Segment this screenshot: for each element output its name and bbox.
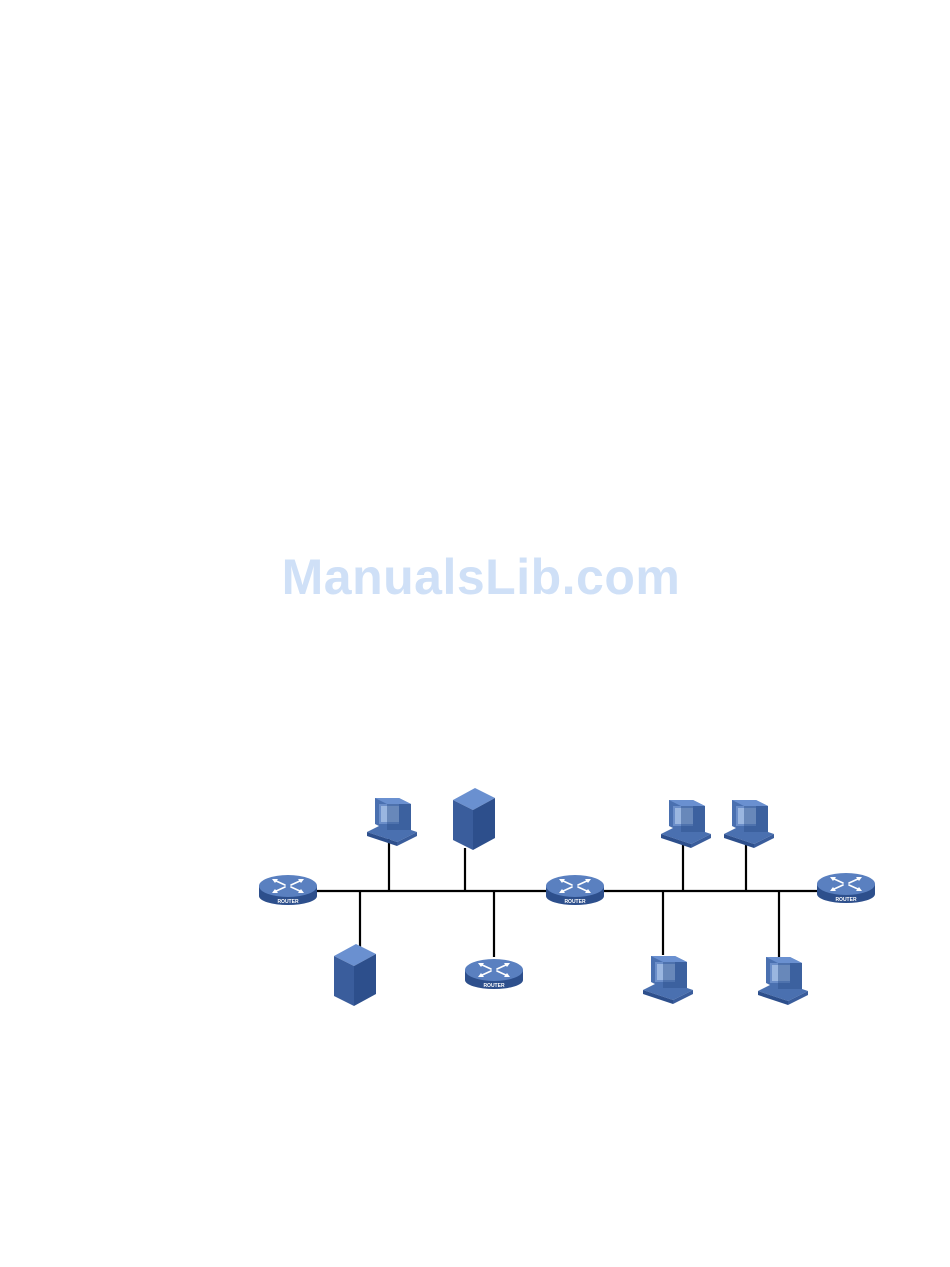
router-left: ROUTER: [259, 875, 317, 905]
computer-icon: [661, 800, 711, 848]
server-bottom: [334, 944, 376, 1006]
router-label: ROUTER: [483, 983, 505, 989]
server-icon: [334, 944, 376, 1006]
pc-bottom-right-1: [643, 956, 693, 1004]
router-center: ROUTER: [546, 875, 604, 905]
computer-icon: [724, 800, 774, 848]
router-label: ROUTER: [564, 899, 586, 905]
pc-bottom-right-2: [758, 957, 808, 1005]
computer-icon: [367, 798, 417, 846]
server-icon: [453, 788, 495, 850]
server-top: [453, 788, 495, 850]
pc-top-left: [367, 798, 417, 846]
pc-top-right-1: [661, 800, 711, 848]
pc-top-right-2: [724, 800, 774, 848]
computer-icon: [758, 957, 808, 1005]
router-bottom: ROUTER: [465, 959, 523, 989]
router-label: ROUTER: [277, 899, 299, 905]
computer-icon: [643, 956, 693, 1004]
router-label: ROUTER: [835, 897, 857, 903]
router-right: ROUTER: [817, 873, 875, 903]
